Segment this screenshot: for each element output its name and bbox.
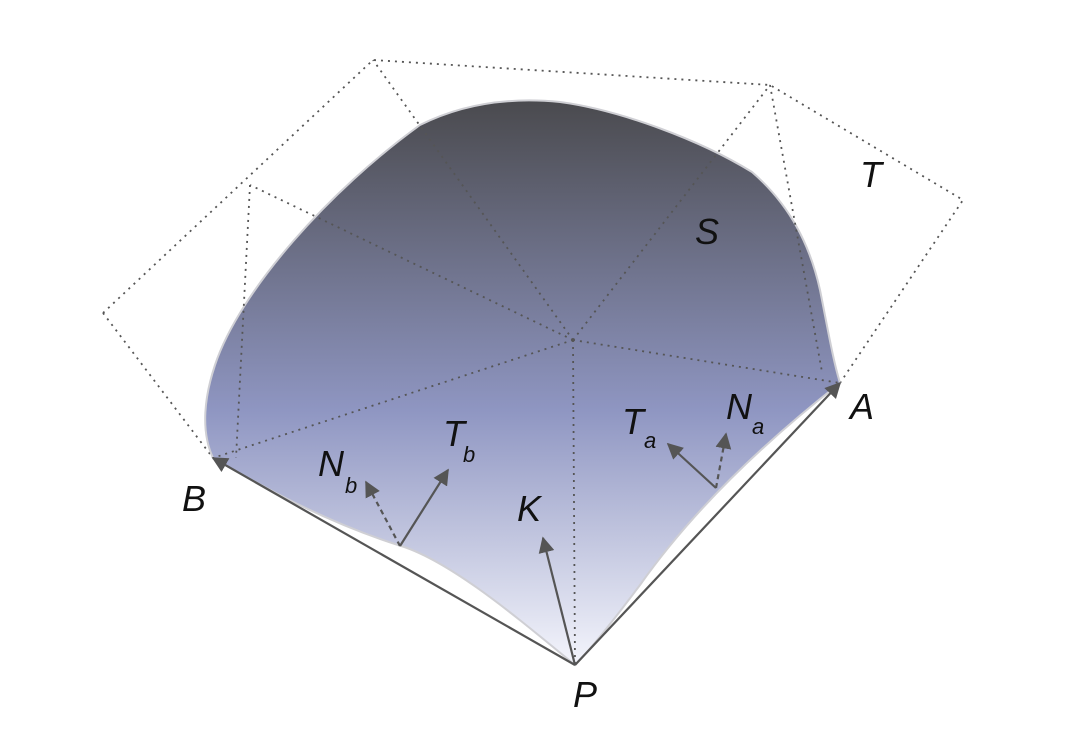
- dotted-line-center-upper-right: [572, 84, 771, 341]
- dotted-construction-lines: [212, 59, 841, 666]
- label-b: B: [182, 478, 206, 519]
- label-k: K: [517, 488, 543, 529]
- label-tb-subscript: b: [463, 442, 475, 467]
- vector-nb: [365, 480, 401, 547]
- label-na: N: [726, 386, 753, 427]
- vector-pb: [211, 457, 576, 666]
- vector-pa: [574, 381, 842, 666]
- tangent-plane-edge-b: [102, 312, 214, 459]
- label-p: P: [573, 674, 597, 715]
- dotted-line-center-p: [572, 339, 576, 666]
- vector-ta: [666, 442, 717, 489]
- label-t: T: [860, 154, 885, 195]
- label-a: A: [848, 386, 874, 427]
- tangent-plane-outline: [102, 59, 965, 384]
- dotted-line-center-b: [212, 339, 574, 459]
- label-tb: T: [443, 413, 468, 454]
- vector-k: [538, 536, 577, 666]
- dotted-line-center-a: [572, 339, 841, 384]
- label-ta-subscript: a: [644, 428, 656, 453]
- label-nb-subscript: b: [345, 473, 357, 498]
- label-nb: N: [318, 443, 345, 484]
- label-ta: T: [622, 401, 647, 442]
- label-na-subscript: a: [752, 414, 764, 439]
- vector-na: [714, 432, 732, 489]
- dotted-line-center-top: [372, 59, 574, 341]
- label-s: S: [695, 211, 719, 252]
- vector-tb: [399, 468, 449, 547]
- surface-s: [204, 99, 842, 667]
